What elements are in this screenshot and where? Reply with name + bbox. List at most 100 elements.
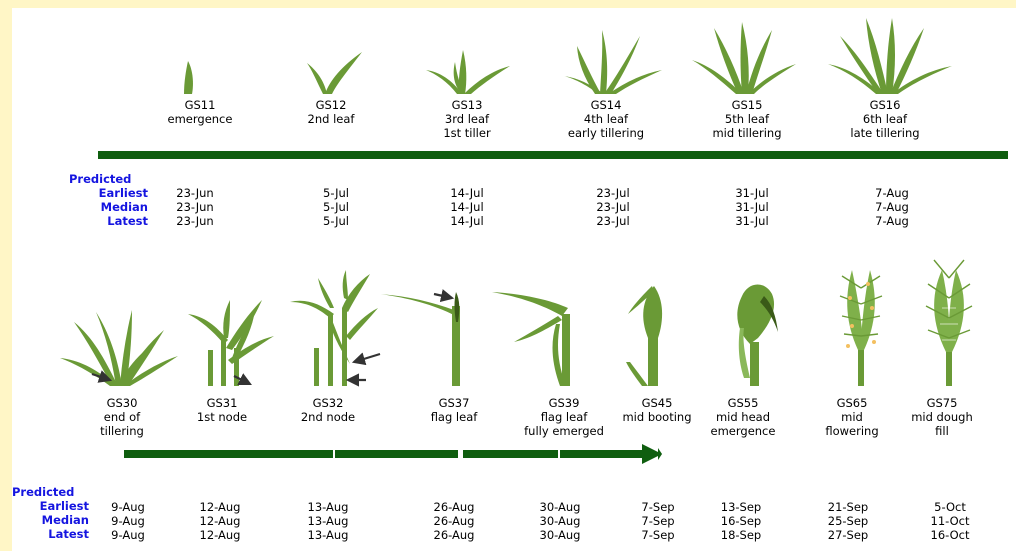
- latest-date: 12-Aug: [184, 528, 256, 542]
- stage-code: GS39: [512, 396, 616, 410]
- bottom-timeline-arrow: [124, 444, 662, 464]
- latest-label: Latest: [69, 214, 148, 228]
- seedling-3-leaf-icon: [426, 50, 510, 94]
- plant-6-leaf-icon: [828, 18, 952, 94]
- stage-code: GS13: [412, 98, 522, 112]
- stage-description: mid booting: [614, 410, 700, 424]
- flowering-head-icon: [840, 270, 882, 386]
- top-dates-gs13: 14-Jul 14-Jul 14-Jul: [417, 186, 517, 228]
- stage-description: 2nd leaf: [276, 112, 386, 126]
- stage-code: GS12: [276, 98, 386, 112]
- earliest-date: 9-Aug: [92, 500, 164, 514]
- stage-label-gs45: GS45 mid booting: [614, 396, 700, 424]
- latest-date: 23-Jul: [563, 214, 663, 228]
- dough-fill-head-icon: [926, 260, 972, 386]
- stage-description: flag leaf: [404, 410, 504, 424]
- median-date: 7-Sep: [622, 514, 694, 528]
- plant-end-tillering-icon: [60, 310, 178, 386]
- bottom-dates-gs55: 13-Sep 16-Sep 18-Sep: [705, 500, 777, 542]
- bottom-dates-gs39: 30-Aug 30-Aug 30-Aug: [524, 500, 596, 542]
- stage-code: GS30: [72, 396, 172, 410]
- latest-date: 7-Aug: [842, 214, 942, 228]
- stage-description: mid head: [702, 410, 784, 424]
- earliest-date: 23-Jul: [563, 186, 663, 200]
- earliest-date: 7-Sep: [622, 500, 694, 514]
- median-date: 9-Aug: [92, 514, 164, 528]
- stage-label-gs14: GS14 4th leaf early tillering: [551, 98, 661, 140]
- median-date: 23-Jun: [145, 200, 245, 214]
- stage-description: 6th leaf: [830, 112, 940, 126]
- median-date: 16-Sep: [705, 514, 777, 528]
- stage-label-gs55: GS55 mid head emergence: [702, 396, 784, 438]
- earliest-date: 31-Jul: [702, 186, 802, 200]
- booting-icon: [626, 286, 662, 386]
- stage-description: mid: [812, 410, 892, 424]
- diagram-graphics: [12, 8, 1016, 551]
- earliest-date: 5-Jul: [286, 186, 386, 200]
- seedling-emergence-icon: [184, 61, 193, 94]
- stage-description: 4th leaf: [551, 112, 661, 126]
- earliest-date: 7-Aug: [842, 186, 942, 200]
- stage-label-gs65: GS65 mid flowering: [812, 396, 892, 438]
- plant-2nd-node-icon: [290, 270, 378, 386]
- stage-label-gs15: GS15 5th leaf mid tillering: [692, 98, 802, 140]
- stage-description: mid dough: [902, 410, 982, 424]
- stage-description-2: emergence: [702, 424, 784, 438]
- earliest-label: Earliest: [12, 499, 89, 513]
- stage-code: GS16: [830, 98, 940, 112]
- median-date: 23-Jul: [563, 200, 663, 214]
- stage-description: flag leaf: [512, 410, 616, 424]
- top-predicted-labels: Predicted Earliest Median Latest: [69, 172, 148, 228]
- median-date: 7-Aug: [842, 200, 942, 214]
- median-date: 5-Jul: [286, 200, 386, 214]
- stage-description-2: tillering: [72, 424, 172, 438]
- earliest-date: 13-Sep: [705, 500, 777, 514]
- earliest-date: 12-Aug: [184, 500, 256, 514]
- median-date: 11-Oct: [914, 514, 986, 528]
- stage-description: end of: [72, 410, 172, 424]
- latest-date: 31-Jul: [702, 214, 802, 228]
- stage-description: 5th leaf: [692, 112, 802, 126]
- stage-description-2: late tillering: [830, 126, 940, 140]
- median-date: 14-Jul: [417, 200, 517, 214]
- bottom-dates-gs65: 21-Sep 25-Sep 27-Sep: [812, 500, 884, 542]
- latest-date: 9-Aug: [92, 528, 164, 542]
- bottom-dates-gs45: 7-Sep 7-Sep 7-Sep: [622, 500, 694, 542]
- stage-label-gs75: GS75 mid dough fill: [902, 396, 982, 438]
- earliest-date: 21-Sep: [812, 500, 884, 514]
- stage-code: GS15: [692, 98, 802, 112]
- seedling-2-leaf-icon: [307, 52, 362, 94]
- stage-label-gs12: GS12 2nd leaf: [276, 98, 386, 126]
- stage-label-gs31: GS31 1st node: [172, 396, 272, 424]
- plant-5-leaf-icon: [692, 22, 796, 94]
- stage-code: GS37: [404, 396, 504, 410]
- median-date: 26-Aug: [418, 514, 490, 528]
- latest-label: Latest: [12, 527, 89, 541]
- earliest-date: 23-Jun: [145, 186, 245, 200]
- flag-leaf-emerged-icon: [492, 292, 570, 386]
- stage-description: 3rd leaf: [412, 112, 522, 126]
- earliest-date: 13-Aug: [292, 500, 364, 514]
- stage-label-gs16: GS16 6th leaf late tillering: [830, 98, 940, 140]
- bottom-dates-gs30: 9-Aug 9-Aug 9-Aug: [92, 500, 164, 542]
- stage-code: GS14: [551, 98, 661, 112]
- bottom-dates-gs37: 26-Aug 26-Aug 26-Aug: [418, 500, 490, 542]
- plant-4-leaf-icon: [564, 30, 662, 94]
- latest-date: 23-Jun: [145, 214, 245, 228]
- bottom-dates-gs75: 5-Oct 11-Oct 16-Oct: [914, 500, 986, 542]
- latest-date: 14-Jul: [417, 214, 517, 228]
- median-label: Median: [12, 513, 89, 527]
- median-date: 12-Aug: [184, 514, 256, 528]
- earliest-date: 14-Jul: [417, 186, 517, 200]
- median-date: 31-Jul: [702, 200, 802, 214]
- median-date: 13-Aug: [292, 514, 364, 528]
- plant-1st-node-icon: [188, 300, 274, 386]
- top-timeline-bar: [98, 151, 1008, 159]
- stage-label-gs32: GS32 2nd node: [278, 396, 378, 424]
- bottom-dates-gs32: 13-Aug 13-Aug 13-Aug: [292, 500, 364, 542]
- stage-description-2: mid tillering: [692, 126, 802, 140]
- latest-date: 7-Sep: [622, 528, 694, 542]
- stage-code: GS55: [702, 396, 784, 410]
- latest-date: 26-Aug: [418, 528, 490, 542]
- stage-description: emergence: [145, 112, 255, 126]
